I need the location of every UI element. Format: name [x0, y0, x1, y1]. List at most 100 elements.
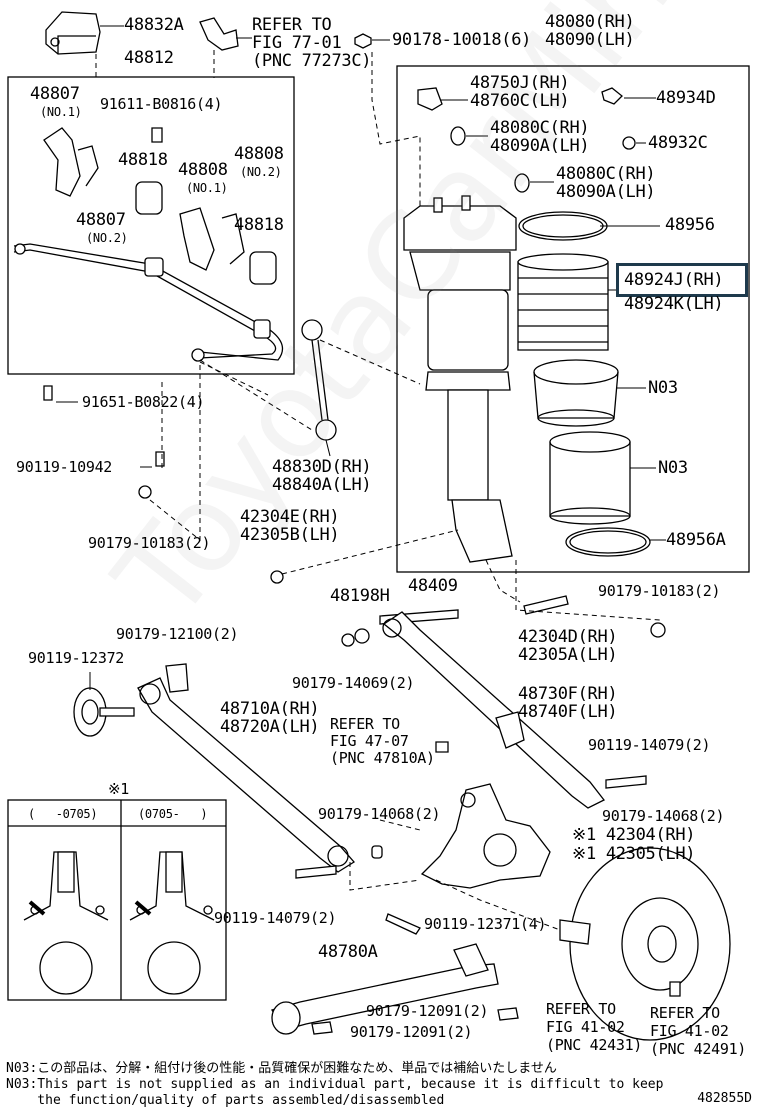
label-48808-no2-sub: (NO.2) [240, 165, 282, 179]
ring-48080c-2-icon [514, 173, 530, 193]
label-48832a[interactable]: 48832A [124, 15, 184, 35]
label-90179-10183-b[interactable]: 90179-10183(2) [598, 582, 721, 600]
label-48080[interactable]: 48080(RH) 48090(LH) [545, 12, 635, 50]
label-90179-12100[interactable]: 90179-12100(2) [116, 625, 239, 643]
bolt-42304d-icon [523, 595, 569, 615]
label-90179-14068-b[interactable]: 90179-14068(2) [602, 807, 725, 825]
label-48934d[interactable]: 48934D [656, 88, 716, 108]
bolt-90119-14079-icon [605, 775, 647, 789]
nut-90179-12091b-icon [311, 1021, 333, 1035]
label-refer-41-02-a[interactable]: REFER TO FIG 41-02 (PNC 42431) [546, 1000, 643, 1054]
label-90119-14079-a[interactable]: 90119-14079(2) [588, 736, 711, 754]
clip-48934-icon [601, 87, 623, 105]
leader-lines [56, 25, 666, 690]
nut-90179-14068-icon [371, 845, 383, 859]
label-90179-12091-b[interactable]: 90179-12091(2) [350, 1023, 473, 1041]
label-refer-41-02-b[interactable]: REFER TO FIG 41-02 (PNC 42491) [650, 1004, 747, 1058]
label-48818-a[interactable]: 48818 [118, 150, 168, 170]
label-90179-12091-a[interactable]: 90179-12091(2) [366, 1002, 489, 1020]
nut-90179-10183-icon [138, 485, 152, 499]
highlight-box-48924j [616, 263, 748, 297]
knuckle-42304-icon [420, 783, 551, 889]
inset-left-icon [23, 851, 109, 995]
label-48730f[interactable]: 48730F(RH) 48740F(LH) [518, 684, 618, 722]
label-48808-no1-sub: (NO.1) [186, 181, 228, 195]
nut-90179-10183b-icon [650, 622, 666, 638]
inset-col-left: ( -0705) [28, 807, 98, 821]
stabilizer-bar-icon [13, 243, 284, 362]
label-42304[interactable]: ※1 42304(RH) ※1 42305(LH) [572, 825, 696, 864]
label-42304d[interactable]: 42304D(RH) 42305A(LH) [518, 627, 618, 665]
label-48932c[interactable]: 48932C [648, 133, 708, 153]
ring-48080c-icon [450, 126, 466, 146]
lower-arm-48710-icon [137, 677, 355, 873]
nut-90179-14069-icon [341, 633, 355, 647]
label-91651[interactable]: 91651-B0822(4) [82, 393, 205, 411]
note-jp: N03:この部品は、分解・組付け後の性能・品質確保が困難なため、単品では補給いた… [6, 1061, 557, 1076]
bushing-90119-12372-icon [73, 687, 135, 737]
washer-48198-icon [354, 628, 370, 644]
label-48924k[interactable]: 48924K(LH) [624, 294, 724, 314]
label-90119-12371[interactable]: 90119-12371(4) [424, 915, 547, 933]
stabilizer-link-icon [301, 319, 337, 441]
label-48807-no2[interactable]: 48807 [76, 210, 126, 230]
bracket-48808-icon [179, 207, 245, 271]
bolt-91651-icon [43, 385, 53, 401]
note-en-2: the function/quality of parts assembled/… [6, 1093, 445, 1108]
nut-90178-icon [354, 33, 372, 49]
label-90179-10183-a[interactable]: 90179-10183(2) [88, 534, 211, 552]
inset-right-icon [129, 851, 215, 995]
label-48780a[interactable]: 48780A [318, 942, 378, 962]
label-n03-upper[interactable]: N03 [648, 378, 678, 398]
label-90179-14069[interactable]: 90179-14069(2) [292, 674, 415, 692]
strut-frame [396, 65, 750, 573]
bracket-48832a-icon [45, 11, 101, 55]
dust-cover-icon [559, 919, 591, 945]
label-48808-no2[interactable]: 48808 [234, 144, 284, 164]
label-48808-no1[interactable]: 48808 [178, 160, 228, 180]
label-90119-10942[interactable]: 90119-10942 [16, 458, 113, 476]
label-48750j[interactable]: 48750J(RH) 48760C(LH) [470, 73, 570, 111]
inset-frame [7, 799, 227, 1001]
air-spring-strut-icon [403, 195, 517, 563]
label-91611[interactable]: 91611-B0816(4) [100, 95, 223, 113]
stabilizer-frame [7, 76, 295, 375]
bolt-refer47-icon [435, 741, 449, 753]
label-48080c-1[interactable]: 48080C(RH) 48090A(LH) [490, 118, 590, 156]
inset-mark: ※1 [108, 780, 129, 798]
bolt-91611-icon [151, 127, 163, 143]
label-refer-77-01[interactable]: REFER TO FIG 77-01 (PNC 77273C) [252, 15, 372, 71]
label-42304e[interactable]: 42304E(RH) 42305B(LH) [240, 507, 340, 545]
label-48812[interactable]: 48812 [124, 48, 174, 68]
label-48198h[interactable]: 48198H [330, 586, 390, 606]
label-48807-no1[interactable]: 48807 [30, 84, 80, 104]
lower-arm-48780a-icon [271, 943, 499, 1035]
bushing-48818-icon [135, 181, 277, 285]
sleeve-n03-lower-icon [549, 431, 631, 525]
bracket-48807-icon [43, 127, 99, 197]
label-48080c-2[interactable]: 48080C(RH) 48090A(LH) [556, 164, 656, 202]
bolt-90119-14079b-icon [295, 865, 337, 879]
label-90178-10018[interactable]: 90178-10018(6) [392, 30, 532, 50]
label-48924j[interactable]: 48924J(RH) [624, 270, 724, 290]
label-refer-47-07[interactable]: REFER TO FIG 47-07 (PNC 47810A) [330, 715, 435, 767]
sleeve-n03-upper-icon [533, 359, 619, 427]
bolt-refer41b-icon [669, 981, 681, 997]
label-48956a[interactable]: 48956A [666, 530, 726, 550]
label-90179-14068-a[interactable]: 90179-14068(2) [318, 805, 441, 823]
bellows-48924-icon [517, 253, 609, 351]
label-48818-b[interactable]: 48818 [234, 215, 284, 235]
nut-48750-icon [417, 87, 443, 111]
label-48807-no2-sub: (NO.2) [86, 231, 128, 245]
upper-arm-48730-icon [382, 611, 605, 809]
bolt-90119-10942-icon [155, 451, 165, 467]
label-n03-lower[interactable]: N03 [658, 458, 688, 478]
label-48956[interactable]: 48956 [665, 215, 715, 235]
label-48710a[interactable]: 48710A(RH) 48720A(LH) [220, 699, 320, 737]
label-48830d[interactable]: 48830D(RH) 48840A(LH) [272, 457, 372, 495]
label-48409[interactable]: 48409 [408, 576, 458, 596]
label-90119-12372[interactable]: 90119-12372 [28, 649, 125, 667]
clamp-48956a-icon [565, 527, 651, 557]
label-90119-14079-b[interactable]: 90119-14079(2) [214, 909, 337, 927]
washer-48932-icon [622, 136, 636, 150]
